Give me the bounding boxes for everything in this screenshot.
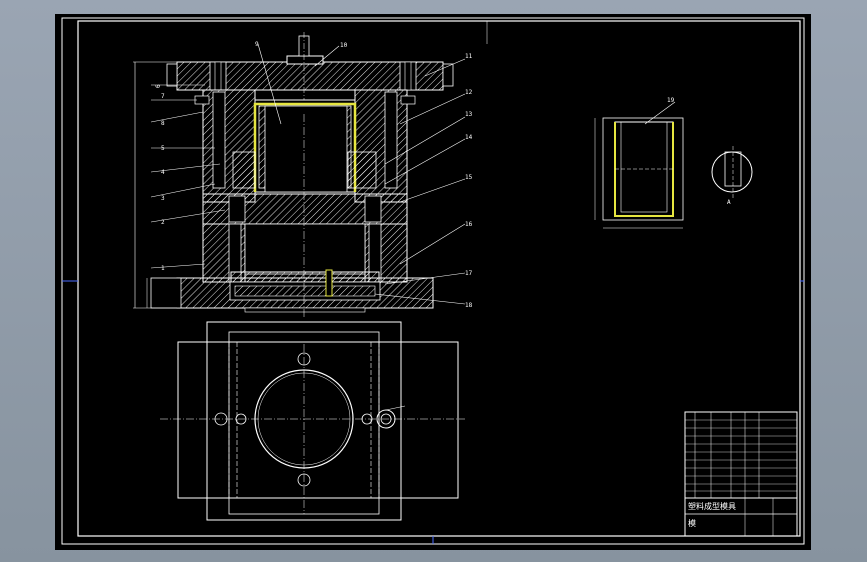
- inner-frame: [77, 20, 801, 537]
- detail-a: A: [711, 146, 753, 206]
- label-part-11: 11: [465, 53, 473, 60]
- label-part-13: 13: [465, 111, 473, 118]
- label-part-17: 17: [465, 270, 473, 277]
- title-block-subtitle: 模: [688, 518, 696, 528]
- part-number-labels: 6 7 8 5 4 3 2 1 9 10 11 12 13 14 15 16 1…: [155, 41, 675, 309]
- label-part-8: 8: [161, 120, 165, 127]
- label-part-2: 2: [161, 219, 165, 226]
- dimension-left: [133, 61, 177, 309]
- label-part-4: 4: [161, 169, 165, 176]
- detail-a-label: A: [727, 199, 731, 206]
- front-section-view: [150, 32, 454, 318]
- plan-view: [160, 321, 465, 521]
- title-block: 塑料成型模具 模: [684, 411, 798, 537]
- label-part-15: 15: [465, 174, 473, 181]
- label-part-10: 10: [340, 42, 348, 49]
- detail-view-part: [594, 117, 684, 229]
- cad-drawing-canvas[interactable]: 6 7 8 5 4 3 2 1 9 10 11 12 13 14 15 16 1…: [55, 14, 811, 550]
- label-part-7: 7: [161, 93, 165, 100]
- label-part-19: 19: [667, 97, 675, 104]
- label-part-6: 6: [155, 84, 162, 88]
- leader-lines: [150, 43, 676, 305]
- title-block-title: 塑料成型模具: [688, 501, 736, 511]
- drawing-sheet: 6 7 8 5 4 3 2 1 9 10 11 12 13 14 15 16 1…: [55, 14, 811, 550]
- label-part-16: 16: [465, 221, 473, 228]
- label-part-12: 12: [465, 89, 473, 96]
- label-part-1: 1: [161, 265, 165, 272]
- label-part-14: 14: [465, 134, 473, 141]
- label-part-5: 5: [161, 145, 165, 152]
- label-part-3: 3: [161, 195, 165, 202]
- label-part-9: 9: [255, 41, 259, 48]
- label-part-18: 18: [465, 302, 473, 309]
